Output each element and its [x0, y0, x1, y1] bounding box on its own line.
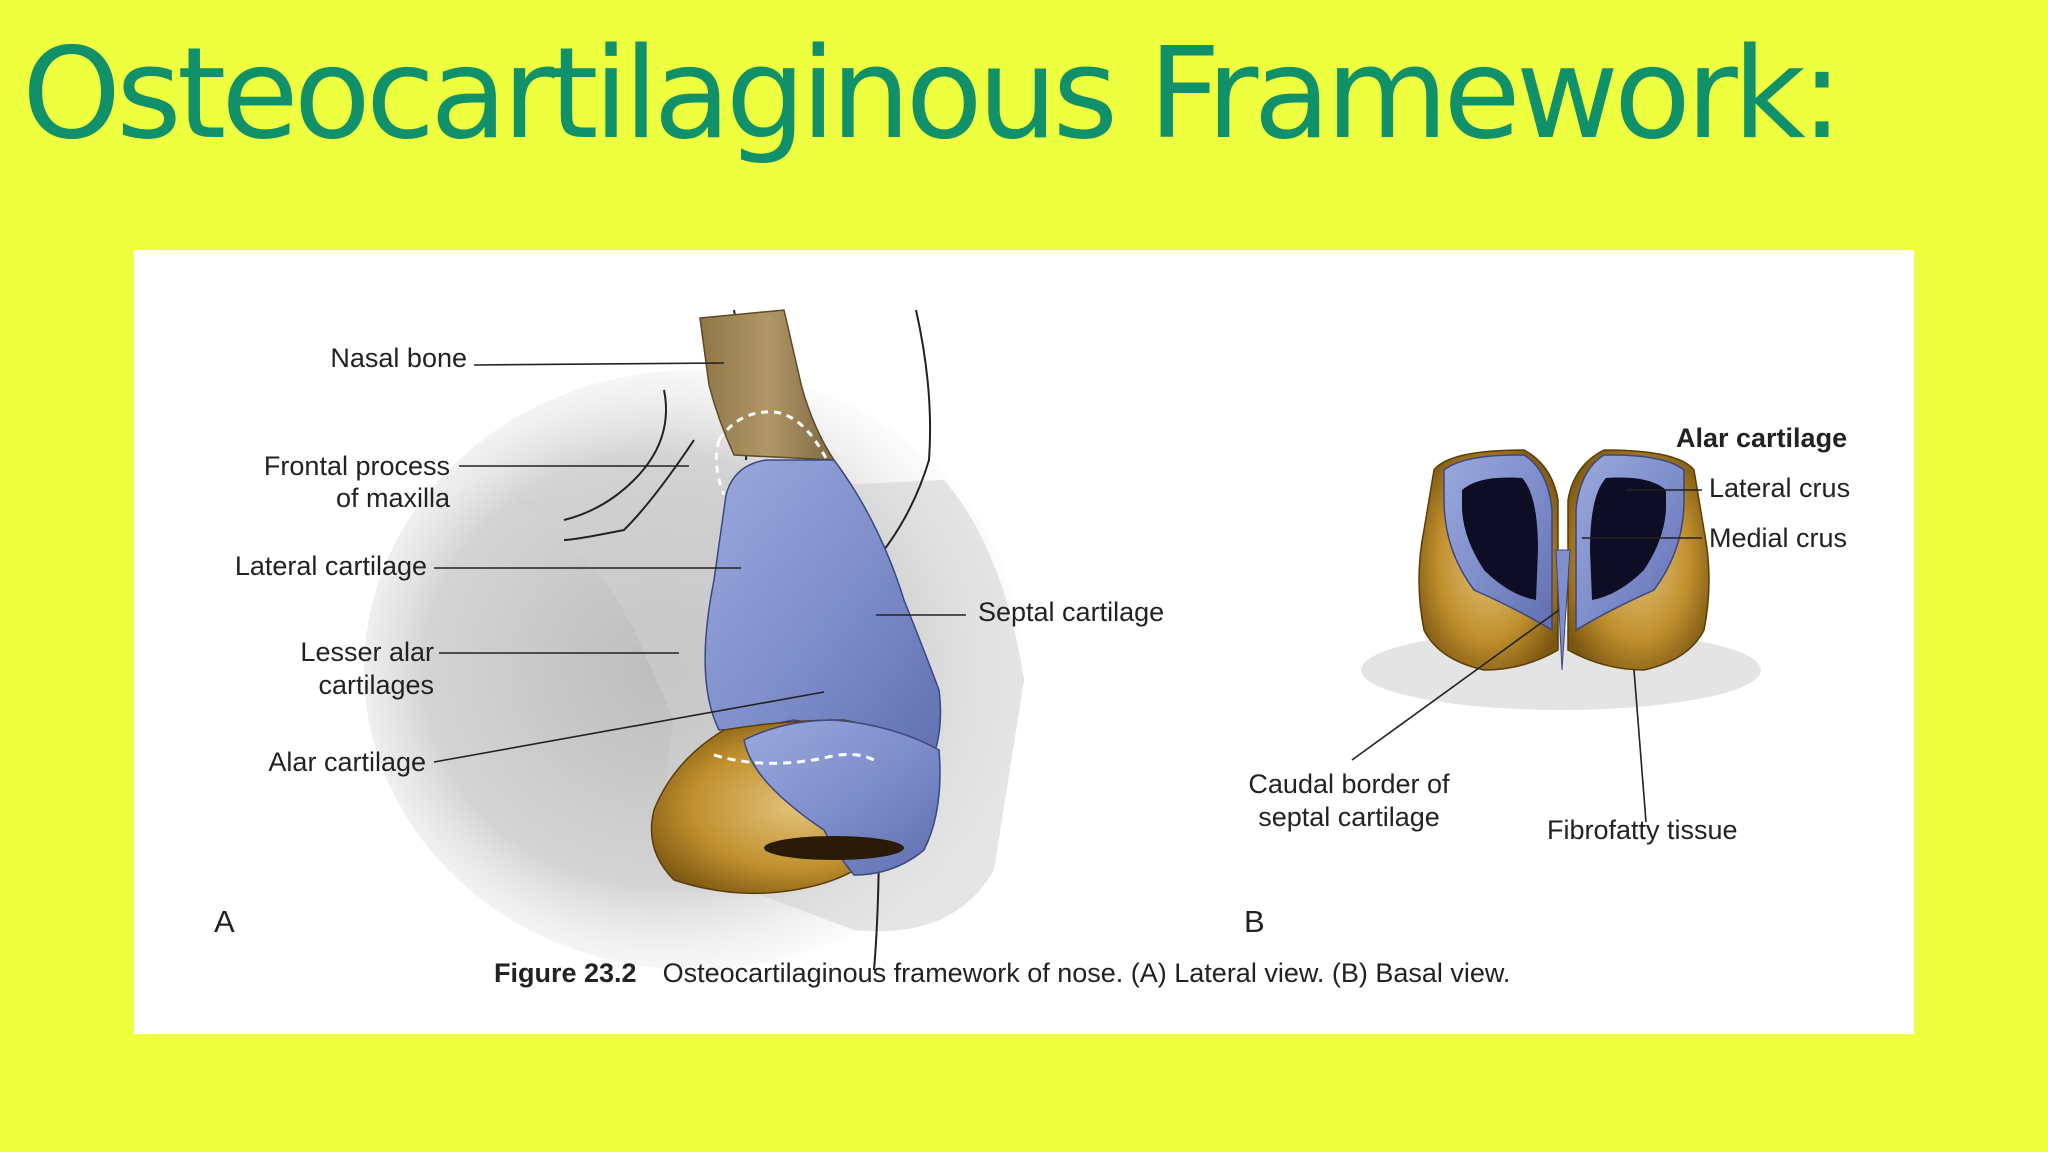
basal-view-shape	[1361, 449, 1761, 710]
figure-number: Figure 23.2	[494, 958, 637, 988]
leader-lines-b	[1351, 489, 1702, 823]
figure-caption: Figure 23.2 Osteocartilaginous framework …	[494, 958, 1510, 989]
nose-illustration	[364, 309, 1761, 971]
label-lesser-alar-line1: Lesser alar	[300, 637, 434, 667]
label-caudal-border-line2: septal cartilage	[1258, 802, 1440, 832]
panel-a-letter: A	[214, 904, 235, 939]
slide-title: Osteocartilaginous Framework:	[22, 20, 1843, 167]
leader-lines-a	[433, 362, 966, 763]
alar-cartilage-shape	[743, 719, 941, 876]
label-caudal-border-line1: Caudal border of	[1248, 769, 1450, 799]
label-alar-cartilage: Alar cartilage	[268, 747, 426, 777]
label-lateral-crus: Lateral crus	[1709, 473, 1851, 503]
panel-b-letter: B	[1244, 904, 1265, 939]
label-nasal-bone: Nasal bone	[330, 343, 467, 373]
label-lateral-cartilage: Lateral cartilage	[234, 551, 427, 581]
label-frontal-process-line1: Frontal process	[263, 451, 450, 481]
label-fibrofatty-tissue: Fibrofatty tissue	[1547, 815, 1738, 845]
figure-panel: Nasal bone Frontal process of maxilla La…	[134, 250, 1914, 1034]
figure-caption-text: Osteocartilaginous framework of nose. (A…	[662, 958, 1511, 988]
label-septal-cartilage: Septal cartilage	[978, 597, 1165, 627]
label-medial-crus: Medial crus	[1709, 523, 1848, 553]
nostril-shape	[764, 836, 904, 860]
lateral-cartilage-shape	[704, 459, 942, 771]
label-lesser-alar-line2: cartilages	[318, 670, 434, 700]
label-frontal-process-line2: of maxilla	[335, 483, 450, 513]
label-alar-cartilage-heading: Alar cartilage	[1676, 423, 1848, 453]
